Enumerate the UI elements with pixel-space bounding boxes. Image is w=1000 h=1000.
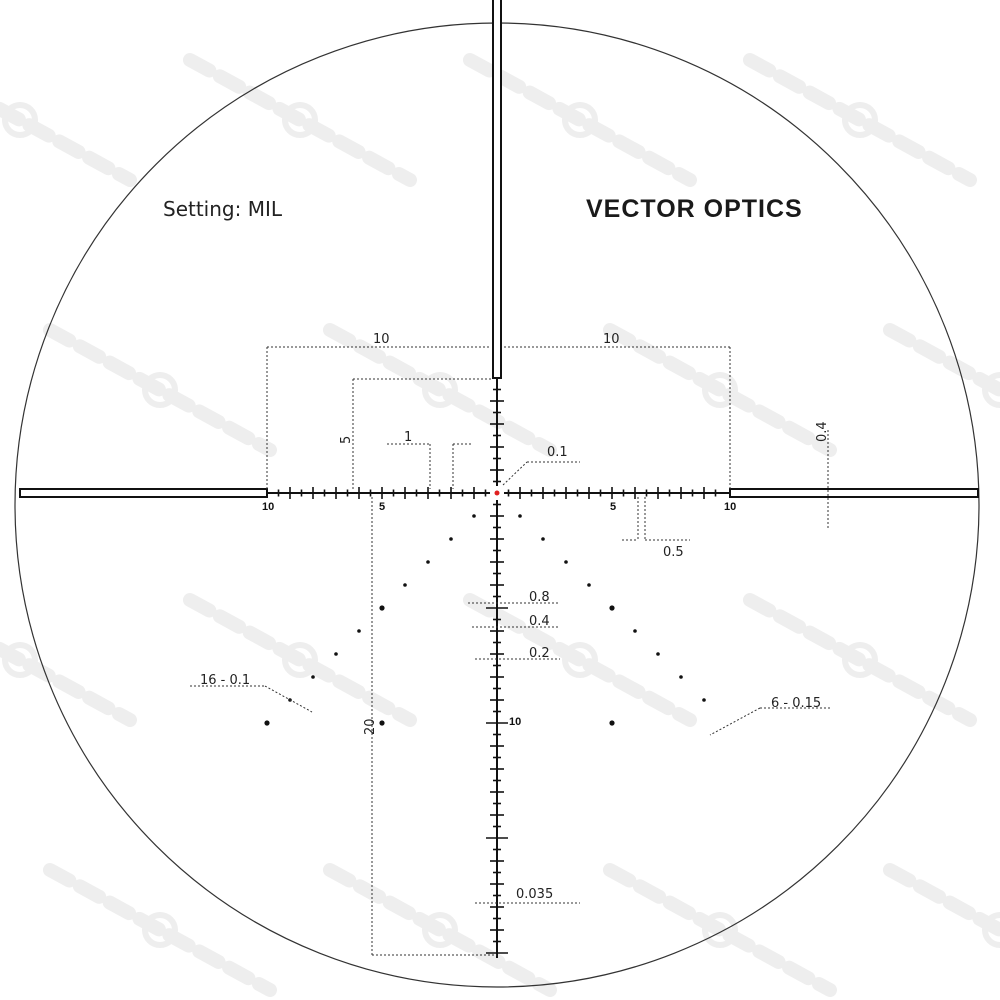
dim-left-span: 10 [373,332,390,347]
dim-right-dots: 6 - 0.15 [771,696,821,711]
dimension-line [264,685,313,713]
watermark-logo-dot [856,116,864,124]
watermark-logo-dot [856,656,864,664]
watermark-band [883,863,1000,938]
watermark-logo-ring [842,642,878,678]
dim-post-gap: 5 [339,436,354,444]
watermark-logo-dot [436,386,444,394]
watermark-logo-ring [562,642,598,678]
wind-dot-right [702,698,706,702]
wind-dot-left [311,675,315,679]
watermark-logo-dot [716,926,724,934]
h-label-left-10: 10 [262,501,274,513]
watermark-logo-ring [702,912,738,948]
wind-dot-left [357,629,361,633]
dim-line-width: 0.035 [516,887,553,902]
watermark-logo-dot [156,926,164,934]
watermark-logo-ring [702,372,738,408]
left-post [19,488,268,498]
watermark-logo-ring [982,372,1000,408]
dimension-line [709,707,761,736]
watermark-logo-ring [2,102,38,138]
watermark-logo-dot [296,656,304,664]
reticle-lines [19,0,979,958]
dim-tick-08: 0.8 [529,590,550,605]
watermark-logo-dot [576,116,584,124]
watermark-logo-ring [562,102,598,138]
watermark-logo-dot [996,386,1000,394]
wind-dot-left [264,720,270,726]
dim-tick-spacing: 1 [404,430,412,445]
watermark-logo-dot [996,926,1000,934]
wind-dot-right [656,652,660,656]
dim-center-dot: 0.1 [547,445,568,460]
dim-post-thickness: 0.4 [815,421,830,442]
h-label-left-5: 5 [379,501,385,513]
wind-dot-right [541,537,545,541]
watermark-logo-dot [16,116,24,124]
watermark-logo-ring [422,912,458,948]
watermark-logo-dot [436,926,444,934]
v-label-down-10: 10 [509,716,521,728]
wind-dot-right [609,605,615,611]
wind-dot-left [334,652,338,656]
watermark-logo-dot [296,116,304,124]
wind-dot-left [379,605,385,611]
wind-dot-left [449,537,453,541]
wind-dot-right [679,675,683,679]
watermark-band [883,323,1000,398]
wind-dot-left [403,583,407,587]
dimension-line [502,461,528,486]
watermarks [0,53,1000,997]
watermark-logo-dot [716,386,724,394]
dim-tick-04: 0.4 [529,614,550,629]
center-dot [494,490,500,496]
watermark-logo-ring [2,642,38,678]
watermark-logo-dot [576,656,584,664]
watermark-logo-ring [142,912,178,948]
dim-left-dots: 16 - 0.1 [200,673,250,688]
right-post [729,488,979,498]
watermark-logo-ring [422,372,458,408]
wind-dot-right [518,514,522,518]
watermark-logo-ring [982,912,1000,948]
watermark-logo-ring [142,372,178,408]
watermark-logo-ring [842,102,878,138]
h-label-right-10: 10 [724,501,736,513]
top-post [492,0,502,379]
setting-label: Setting: MIL [163,197,283,221]
wind-dot-left [472,514,476,518]
wind-dot-right-10 [609,720,615,726]
dim-half-tick: 0.5 [663,545,684,560]
wind-dot-right [564,560,568,564]
h-label-right-5: 5 [610,501,616,513]
wind-dot-left [426,560,430,564]
holdover-dots [264,514,706,726]
watermark-logo-ring [282,102,318,138]
watermark-logo-ring [282,642,318,678]
dimension-annotations [190,346,830,956]
dim-right-span: 10 [603,332,620,347]
wind-dot-right [587,583,591,587]
dim-drop-span: 20 [363,718,378,735]
watermark-logo-dot [156,386,164,394]
wind-dot-left-10 [379,720,385,726]
dim-tick-02: 0.2 [529,646,550,661]
watermark-logo-dot [16,656,24,664]
wind-dot-right [633,629,637,633]
brand-logo: VECTOR OPTICS [586,195,803,223]
